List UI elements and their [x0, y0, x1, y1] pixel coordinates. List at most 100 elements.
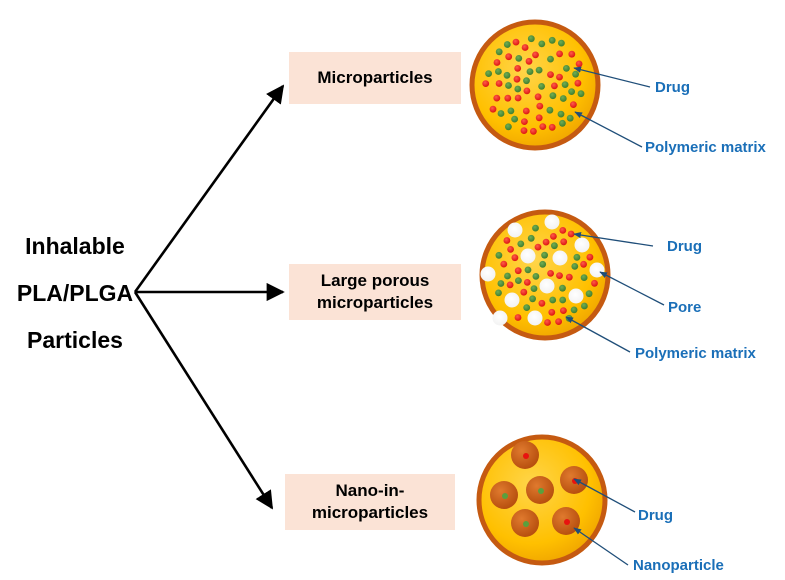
drug-dot-red	[507, 246, 514, 253]
drug-dot-green	[559, 296, 567, 304]
pore-circle	[527, 310, 543, 326]
drug-dot-red	[539, 123, 547, 130]
drug-dot-green	[511, 115, 518, 123]
drug-dot-red	[565, 273, 573, 281]
drug-dot-green	[526, 68, 534, 75]
drug-dot-green	[535, 66, 543, 74]
drug-dot-green	[568, 88, 575, 95]
drug-dot-red	[564, 519, 570, 525]
drug-dot-red	[534, 93, 542, 101]
drug-dot-red	[591, 279, 598, 287]
title-line-2: PLA/PLGA	[16, 280, 134, 306]
drug-dot-red	[489, 105, 497, 113]
drug-dot-red	[542, 238, 550, 246]
drug-dot-green	[524, 266, 532, 274]
microparticles-box: Microparticles	[289, 52, 461, 104]
leader-nanoparticle-3	[573, 527, 629, 566]
drug-dot-red	[512, 38, 520, 46]
pore-circle	[492, 310, 508, 326]
drug-dot-green	[495, 48, 503, 56]
drug-dot-green	[561, 81, 569, 88]
drug-dot-red	[505, 53, 513, 61]
drug-dot-red	[530, 127, 537, 135]
drug-dot-red	[523, 453, 529, 459]
drug-dot-red	[586, 253, 594, 261]
drug-dot-green	[551, 242, 558, 250]
drug-dot-red	[503, 237, 511, 244]
drug-dot-red	[538, 299, 546, 307]
large-porous-label-line-1: Large porous	[320, 271, 430, 291]
label-drug-2: Drug	[667, 238, 702, 255]
drug-dot-green	[572, 70, 579, 78]
drug-dot-green	[585, 290, 593, 298]
drug-dot-green	[495, 68, 502, 75]
drug-dot-green	[547, 55, 554, 63]
leader-pore-2	[599, 271, 665, 306]
drug-dot-red	[574, 79, 582, 87]
drug-dot-red	[568, 50, 576, 58]
arrow-to-nano-in-micro	[133, 291, 274, 510]
drug-dot-red	[514, 65, 522, 72]
drug-dot-red	[493, 94, 501, 102]
drug-dot-red	[523, 87, 531, 95]
drug-dot-green	[505, 123, 512, 131]
drug-dot-red	[556, 73, 563, 81]
pore-circle	[539, 278, 555, 294]
label-polymeric-matrix-2: Polymeric matrix	[635, 345, 756, 362]
nano-in-micro-box: Nano-in- microparticles	[285, 474, 455, 530]
drug-dots	[495, 224, 598, 326]
drug-dot-red	[532, 51, 539, 59]
drug-dot-green	[527, 234, 535, 242]
drug-dot-green	[571, 263, 579, 270]
drug-dot-red	[544, 319, 551, 326]
microparticle-sphere	[469, 19, 601, 151]
pore-circle	[507, 222, 523, 238]
drug-dot-red	[525, 57, 533, 65]
label-polymeric-matrix-1: Polymeric matrix	[645, 139, 766, 156]
drug-dot-red	[514, 314, 522, 321]
drug-dot-red	[521, 118, 528, 125]
drug-dot-green	[538, 83, 545, 90]
drug-dot-green	[548, 36, 556, 44]
drug-dot-green	[497, 280, 505, 287]
drug-dot-green	[507, 107, 515, 115]
drug-dot-green	[570, 306, 578, 314]
drug-dot-red	[547, 71, 554, 78]
drug-dot-green	[539, 260, 547, 268]
drug-dot-red	[514, 267, 522, 275]
drug-dot-green	[559, 95, 567, 102]
drug-dot-red	[500, 260, 508, 268]
drug-dot-green	[573, 253, 581, 261]
drug-dot-red	[556, 50, 563, 58]
drug-dot-red	[548, 308, 556, 316]
label-drug-1: Drug	[655, 79, 690, 96]
drug-dot-red	[560, 307, 567, 314]
drug-dot-green	[527, 35, 535, 43]
drug-dot-green	[523, 521, 529, 527]
drug-dot-red	[547, 270, 554, 277]
drug-dot-red	[555, 318, 562, 325]
drug-dot-green	[530, 285, 538, 292]
drug-dot-red	[482, 80, 490, 87]
drug-dot-green	[559, 119, 566, 127]
drug-dot-green	[504, 272, 511, 280]
drug-dot-green	[546, 106, 554, 114]
pore-circle	[480, 266, 496, 282]
drug-dot-red	[560, 238, 568, 246]
drug-dot-green	[505, 82, 512, 89]
drug-dot-green	[485, 70, 492, 77]
drug-dots	[482, 35, 585, 135]
drug-dot-red	[520, 288, 528, 296]
drug-dot-green	[538, 488, 544, 494]
nano-in-micro-label-line-1: Nano-in-	[335, 481, 405, 501]
drug-dot-green	[557, 110, 565, 118]
pore-circle	[504, 292, 520, 308]
drug-dot-green	[581, 302, 588, 310]
drug-dot-red	[550, 233, 557, 240]
drug-dot-green	[514, 85, 522, 93]
large-porous-box: Large porous microparticles	[289, 264, 461, 320]
nano-in-micro-sphere	[476, 434, 608, 566]
nano-in-micro-label-line-2: microparticles	[311, 503, 429, 522]
drug-dot-red	[493, 59, 501, 66]
